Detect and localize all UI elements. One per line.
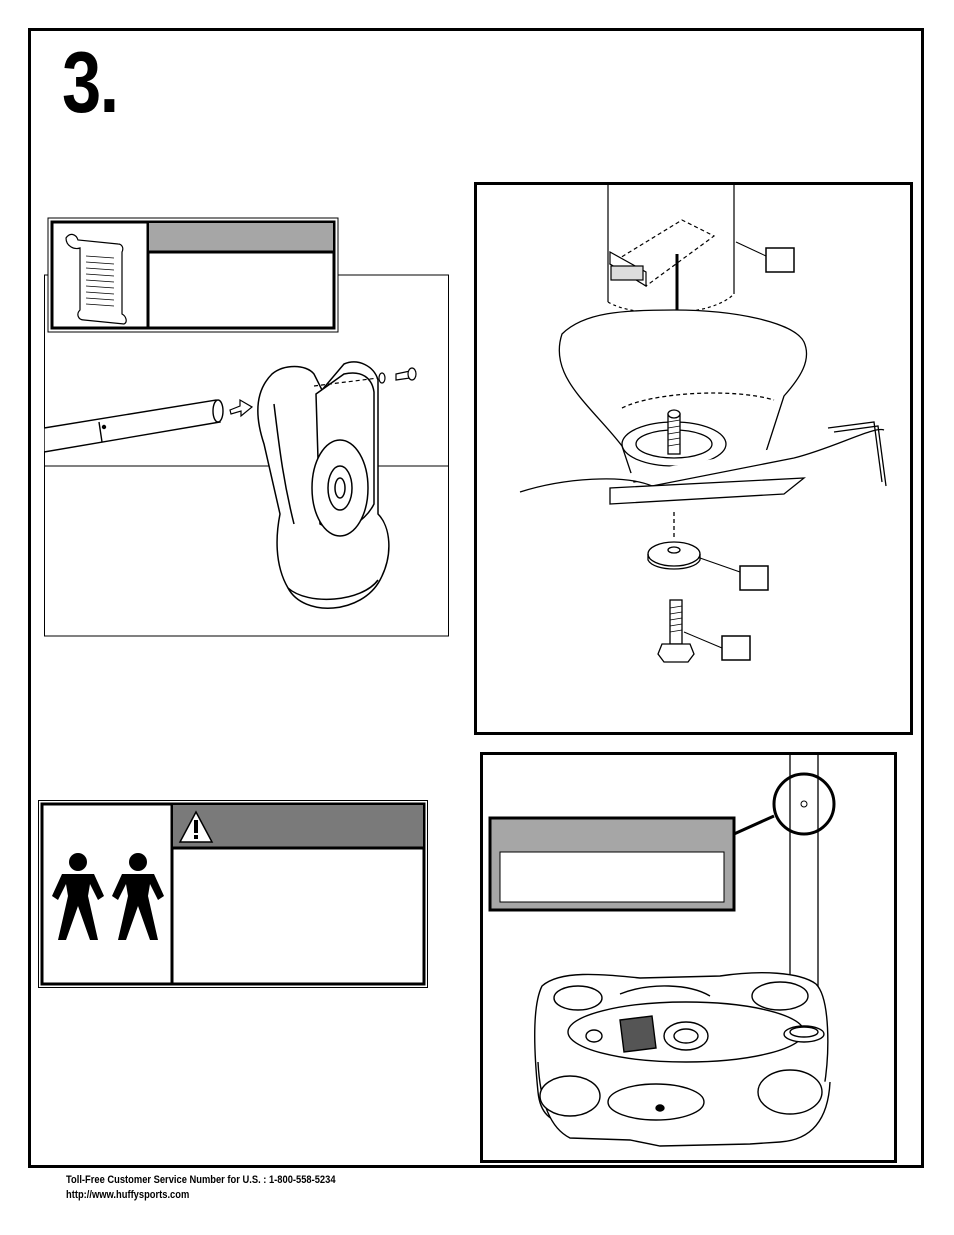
pole-section-drawing (44, 399, 224, 453)
assembled-base-panel (480, 752, 898, 1164)
base-shell-drawing (257, 361, 390, 609)
bolt-washer-drawing (313, 367, 417, 387)
pole-attachment-panel (474, 182, 914, 736)
washer-drawing (647, 512, 701, 570)
page-frame (28, 28, 924, 1168)
warning-header (173, 805, 423, 847)
bolt-drawing (657, 599, 695, 663)
part-label-box-1 (765, 247, 795, 273)
insert-plug-drawing (608, 219, 716, 288)
hardware-note-header (149, 223, 333, 251)
portable-base-drawing (534, 972, 831, 1147)
step-number: 3. (62, 35, 119, 131)
part-label-box-2 (739, 565, 769, 591)
base-collar-drawing (519, 309, 887, 505)
website-link[interactable]: http://www.huffysports.com (66, 1189, 190, 1201)
detail-circle (772, 772, 836, 836)
two-person-warning-box (38, 800, 430, 990)
insert-arrow (229, 398, 254, 418)
pole-insertion-panel (44, 214, 452, 638)
pole-drawing (607, 185, 735, 314)
two-person-icon (52, 853, 164, 940)
warning-triangle-icon (178, 810, 214, 843)
customer-service-number: Toll-Free Customer Service Number for U.… (66, 1174, 336, 1186)
part-label-box-3 (721, 635, 751, 661)
instruction-sheet-icon (65, 233, 127, 325)
